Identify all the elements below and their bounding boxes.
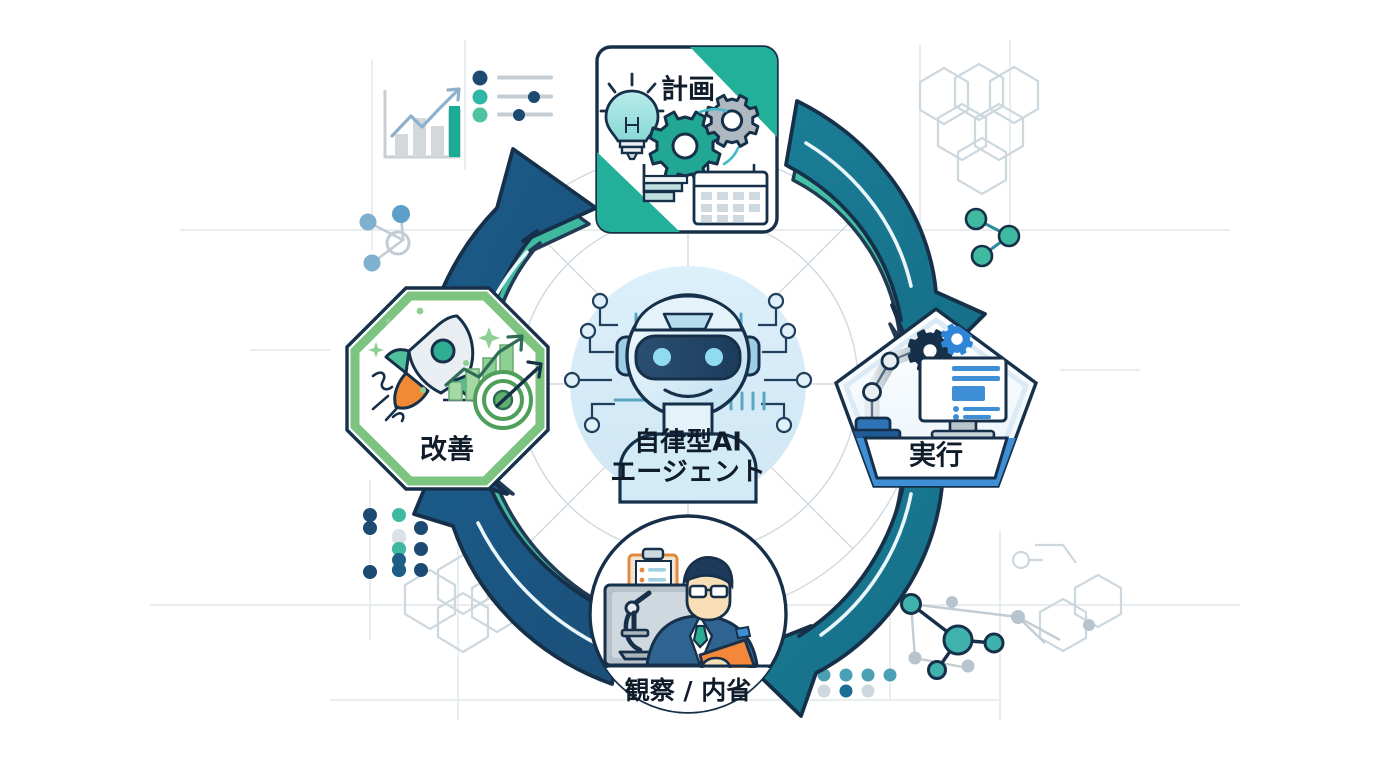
center-label-line1: 自律型AI (634, 427, 742, 458)
hexagon-cluster-icon (918, 62, 1040, 196)
node-improve-label: 改善 (420, 434, 474, 466)
network-nodes-icon (900, 593, 1095, 680)
network-nodes-icon (359, 205, 411, 272)
chart-bar (395, 134, 408, 157)
node-execute-label: 実行 (909, 440, 963, 472)
arrow-execute-to-observe (736, 468, 945, 718)
chart-bar (431, 126, 444, 157)
robot-head-icon (615, 293, 761, 504)
circuit-node-dots (563, 292, 813, 434)
analyst-person-icon (645, 556, 759, 680)
node-plan[interactable]: 計画 (595, 45, 779, 234)
dot-matrix-icon (363, 508, 428, 579)
microscope-icon (618, 590, 662, 661)
node-observe-label: 観察 / 内省 (625, 676, 752, 705)
dot-matrix-icon (817, 668, 897, 698)
node-observe[interactable]: 観察 / 内省 (588, 514, 790, 716)
circuit-line-icon (578, 307, 798, 419)
node-improve[interactable]: 改善 (345, 286, 550, 491)
chart-bar-highlight (449, 106, 460, 157)
growth-chart-icon (383, 87, 461, 159)
gear-icon (648, 93, 760, 183)
center-node[interactable]: 自律型AI エージェント (563, 266, 813, 504)
improve-inner-outline (350, 291, 545, 486)
monitor-icon (918, 356, 1008, 440)
execute-label-plate (862, 436, 1010, 480)
lightbulb-icon (599, 72, 665, 161)
arrow-observe-to-improve (412, 435, 626, 686)
node-plan-label: 計画 (661, 74, 715, 106)
slider-list-icon (472, 70, 553, 123)
network-nodes-icon (964, 207, 1021, 268)
target-arrow-icon (473, 360, 543, 430)
bar-steps-icon (642, 164, 689, 203)
sparkle-icon (368, 307, 500, 393)
center-label-line2: エージェント (610, 458, 765, 488)
calendar-icon (692, 163, 769, 226)
node-execute[interactable]: 実行 (833, 306, 1039, 488)
